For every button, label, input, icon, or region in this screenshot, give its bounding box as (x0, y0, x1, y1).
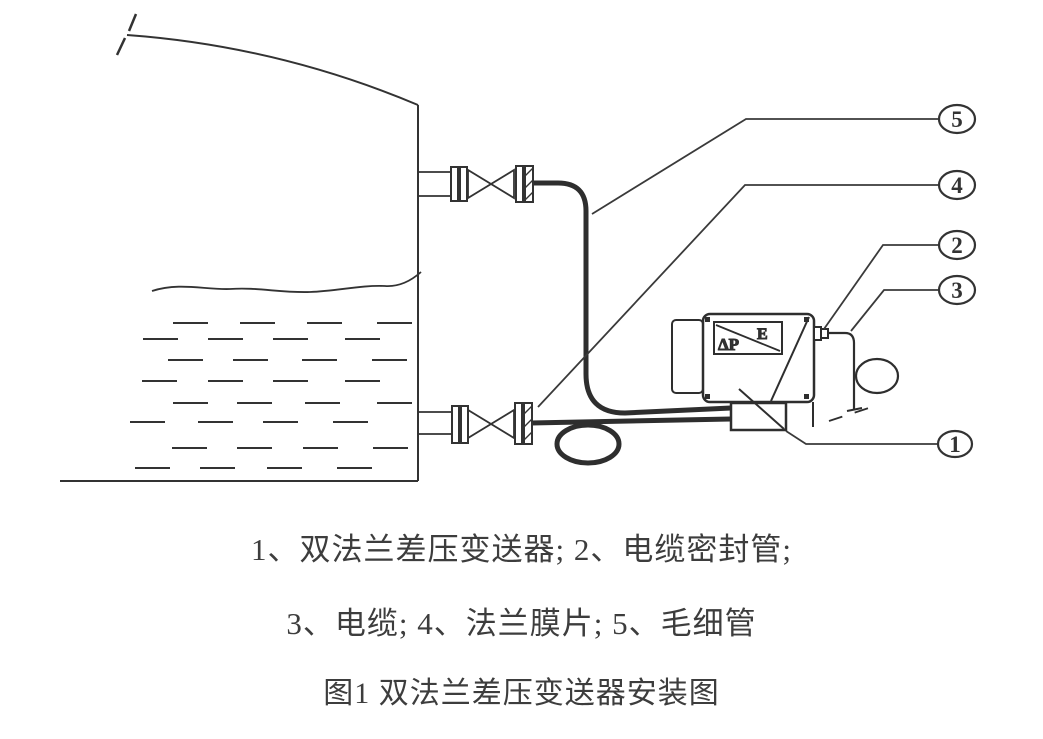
upper-diaphragm-flange (515, 165, 524, 203)
cable-end-tick (846, 407, 863, 412)
lower-capillary-tube (528, 416, 734, 426)
callout-4-number: 4 (951, 173, 963, 198)
cable-gland (813, 326, 822, 341)
tank-break-mark (127, 13, 138, 32)
corner-bolt (804, 317, 809, 322)
nameplate-e-label: E (757, 326, 768, 343)
lower-nozzle (418, 411, 451, 435)
upper-valve-icon (467, 168, 515, 200)
legend-line-1: 1、双法兰差压变送器; 2、电缆密封管; (251, 532, 792, 567)
callout-1-circle (936, 429, 974, 459)
transmitter: ΔP E (671, 312, 900, 432)
tank (60, 13, 422, 482)
callout-5-circle (937, 103, 977, 135)
callout-1-number: 1 (949, 432, 961, 457)
lower-flange-pair (460, 405, 469, 444)
nameplate-diagonal (715, 324, 781, 352)
upper-flange-pair (450, 166, 459, 202)
leader-line-1 (785, 430, 937, 445)
corner-bolt (705, 394, 710, 399)
cable-loop (854, 357, 900, 395)
leader-line-2 (823, 244, 939, 330)
callout-4-circle (937, 169, 977, 201)
nameplate-dp-label: ΔP (718, 335, 739, 354)
callout-3-number: 3 (951, 278, 963, 303)
upper-diaphragm-hatch (524, 167, 534, 201)
corner-bolt (804, 394, 809, 399)
upper-connection (418, 165, 534, 203)
lower-flange-pair (451, 405, 460, 444)
transmitter-left-cap (671, 319, 704, 394)
cable-dashed-line (828, 404, 879, 422)
callout-2-number: 2 (951, 233, 963, 258)
legend-line-2: 3、电缆; 4、法兰膜片; 5、毛细管 (286, 606, 757, 641)
figure-caption: 图1 双法兰差压变送器安装图 (323, 677, 720, 710)
liquid-hatch (130, 322, 412, 469)
callout-2-circle (937, 229, 977, 261)
upper-capillary-tube (530, 180, 734, 416)
capillary-coil (554, 422, 622, 466)
callout-5-number: 5 (951, 107, 963, 132)
lower-diaphragm-hatch (523, 405, 533, 441)
leader-line-3 (850, 289, 939, 332)
installation-diagram-svg: ΔP E 5 (60, 13, 977, 482)
lower-valve-icon (467, 408, 515, 440)
leader-line-4 (537, 184, 939, 408)
upper-flange-pair (459, 166, 468, 202)
upper-nozzle (418, 171, 451, 197)
tank-break-mark (115, 37, 127, 56)
corner-bolt (705, 317, 710, 322)
block-diagonal (738, 388, 785, 430)
lower-diaphragm-flange (514, 402, 523, 445)
cable-gland (820, 328, 829, 339)
liquid-surface-wave (151, 271, 422, 293)
transmitter-body-diagonal (770, 316, 810, 402)
lower-connection (418, 402, 533, 445)
tank-dome (126, 34, 419, 106)
cable (828, 331, 856, 410)
callout-3-circle (937, 274, 977, 306)
leader-line-5 (591, 118, 939, 215)
